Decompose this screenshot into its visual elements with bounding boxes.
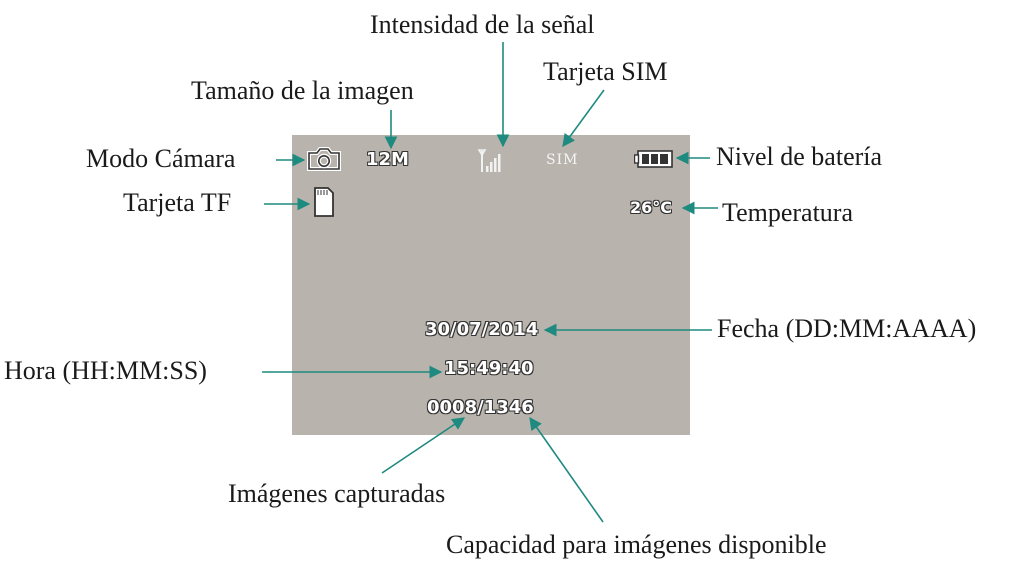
date-value: 30/07/2014: [425, 319, 539, 340]
time-value: 15:49:40: [444, 358, 534, 379]
label-time: Hora (HH:MM:SS): [4, 356, 207, 385]
temperature-value: 26°C: [630, 198, 673, 217]
label-signal-strength: Intensidad de la señal: [370, 10, 595, 39]
label-sim-card: Tarjeta SIM: [543, 57, 668, 86]
arrow-captured-images: [381, 417, 466, 474]
label-date: Fecha (DD:MM:AAAA): [717, 314, 977, 343]
sim-indicator: SIM: [546, 152, 579, 168]
camera-screen: [292, 135, 690, 435]
label-captured-images: Imágenes capturadas: [228, 479, 446, 508]
signal-icon: [478, 149, 501, 172]
camera-icon: [307, 147, 341, 171]
label-camera-mode: Modo Cámara: [86, 144, 236, 173]
label-available-capacity: Capacidad para imágenes disponible: [446, 530, 827, 559]
arrow-sim-card: [562, 89, 605, 148]
label-temperature: Temperatura: [722, 198, 853, 227]
capture-count-value: 0008/1346: [427, 397, 534, 418]
image-size-value: 12M: [366, 149, 409, 170]
label-image-size: Tamaño de la imagen: [191, 76, 414, 105]
label-tf-card: Tarjeta TF: [123, 188, 232, 217]
arrow-available-capacity: [529, 416, 604, 523]
sd-card-icon: [314, 187, 334, 217]
label-battery-level: Nivel de batería: [716, 142, 883, 171]
battery-icon: [634, 150, 673, 168]
